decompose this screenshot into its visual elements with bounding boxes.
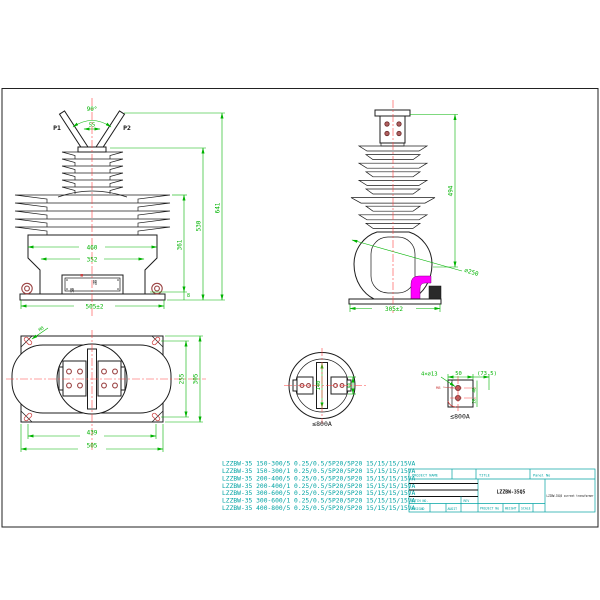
base-plate — [19, 293, 166, 301]
front-view: P1 P2 90° 55 460 352 361 530 641 8 505±2… — [14, 98, 225, 316]
dim-305-label: 305 — [193, 373, 200, 384]
designed-label: DESIGND — [411, 507, 425, 511]
primary-terminal-detail: 140 90 ≤800A — [284, 348, 368, 428]
mounting-slot — [23, 412, 33, 422]
angle-90-label: 90° — [87, 106, 98, 113]
nameplate-char-side: 牌 — [70, 287, 75, 294]
rev-label: REV — [464, 499, 470, 503]
dim-90-label: 90 — [347, 383, 353, 389]
terminal-rod-p2 — [94, 110, 126, 152]
description-value: LZZBW-35Q5 current transformer — [547, 494, 594, 498]
dim-20-label: 20 — [472, 398, 478, 404]
weight-label: WEIGHT — [505, 507, 517, 511]
top-view: 255 305 439 505 M8 — [6, 325, 206, 452]
terminal-block — [379, 115, 406, 144]
spec-table: LZZBW-35 150-300/5 0.25/0.5/5P20/5P20 15… — [222, 461, 416, 513]
mounting-slot — [151, 336, 161, 346]
dim-641-label: 641 — [215, 202, 222, 213]
insulator-dome — [57, 190, 128, 198]
side-view: 494 ⌀250 305±2 — [348, 100, 480, 313]
spec-row: LZZBW-35 150-300/5 0.25/0.5/5P20/5P20 15… — [222, 461, 416, 468]
terminal-p1-label: P1 — [53, 124, 61, 132]
large-shed — [350, 197, 436, 204]
batch-no-label: BATCH NO. — [411, 499, 428, 503]
project-no-label: PROJECT No — [480, 507, 499, 511]
dim-55-label: 55 — [89, 123, 96, 129]
spec-row: LZZBW-35 300-600/1 0.25/0.5/5P20/5P20 15… — [222, 498, 416, 505]
dim-494-label: 494 — [448, 185, 455, 196]
dim-439-label: 439 — [87, 430, 98, 437]
project-name-label: PROJECT NAME — [412, 474, 438, 478]
dim-255-label: 255 — [179, 373, 186, 384]
panel-no-label: Panel No — [533, 474, 550, 478]
mounting-slot — [23, 336, 33, 346]
dim-361-label: 361 — [177, 239, 184, 250]
nameplate-mark — [80, 274, 83, 277]
terminal-rod-p1 — [58, 110, 90, 152]
side-base-plate — [348, 298, 442, 305]
audit-label: AUDIT — [448, 507, 458, 511]
dim-460-label: 460 — [87, 245, 98, 252]
rating-800a-label: ≤800A — [312, 420, 332, 428]
sheet-border — [1, 88, 599, 528]
dim-530-label: 530 — [196, 220, 203, 231]
secondary-terminal-bracket — [410, 275, 432, 300]
dim-diameter-250-label: ⌀250 — [463, 267, 479, 278]
dim-505-label: 505 — [87, 443, 98, 450]
spec-row: LZZBW-35 200-400/5 0.25/0.5/5P20/5P20 15… — [222, 475, 416, 482]
dim-505-2-label: 505±2 — [85, 304, 103, 311]
spec-row: LZZBW-35 150-300/1 0.25/0.5/5P20/5P20 15… — [222, 468, 416, 475]
dim-352-label: 352 — [87, 257, 98, 264]
terminal-box — [428, 285, 442, 300]
dim-73-5-label: (73.5) — [477, 371, 497, 377]
model-value: LZZBW-35Q5 — [497, 490, 526, 496]
dim-50-label: 50 — [455, 371, 462, 377]
dim-140-label: 140 — [316, 381, 322, 391]
pad-detail: 4×⌀13 50 (73.5) 40 20 M8 ≤800A — [421, 371, 497, 421]
dim-40-label: 40 — [472, 387, 478, 393]
terminal-block-cap — [374, 109, 411, 117]
plan-pad-left — [62, 360, 87, 397]
title-block: PROJECT NAME TITLE Panel No BATCH NO. RE… — [408, 468, 596, 513]
title-label: TITLE — [479, 474, 490, 478]
terminal-p2-label: P2 — [123, 124, 131, 132]
mounting-slot — [151, 412, 161, 422]
scale-label: SCALE — [521, 507, 531, 511]
dim-305-2-label: 305±2 — [385, 306, 403, 313]
spec-row: LZZBW-35 400-800/5 0.25/0.5/5P20/5P20 15… — [222, 505, 416, 512]
thread-m8-label: M8 — [436, 385, 441, 390]
rating-800a-label: ≤800A — [450, 413, 470, 421]
nameplate-char-top: 铭 — [93, 279, 98, 286]
spec-row: LZZBW-35 300-600/5 0.25/0.5/5P20/5P20 15… — [222, 490, 416, 497]
spec-row: LZZBW-35 200-400/1 0.25/0.5/5P20/5P20 15… — [222, 483, 416, 490]
dim-8-label: 8 — [187, 293, 190, 299]
slot-m8-label: M8 — [38, 325, 46, 333]
holes-4x13-label: 4×⌀13 — [421, 372, 438, 378]
plan-pad-right — [97, 360, 122, 397]
